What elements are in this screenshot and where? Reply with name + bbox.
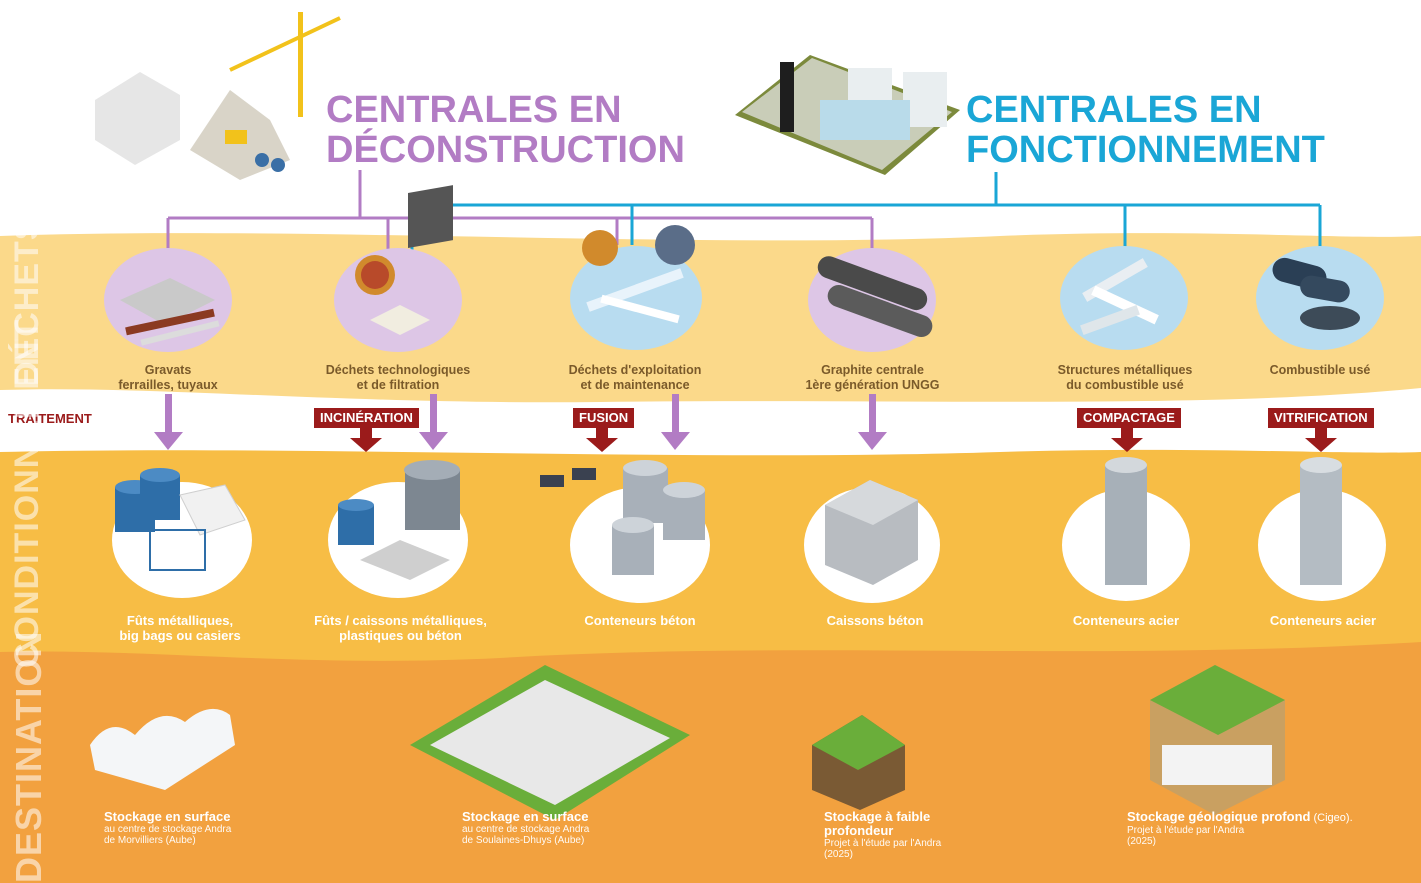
waste-caption-line2: ferrailles, tuyaux	[118, 378, 218, 392]
destination-title2: profondeur	[824, 823, 894, 838]
destination-soulaines: Stockage en surface au centre de stockag…	[462, 809, 662, 847]
deconstruction-connectors	[166, 170, 874, 250]
destination-cigeo: Stockage géologique profond (Cigeo). Pro…	[1127, 810, 1417, 848]
waste-caption-technologiques: Déchets technologiques et de filtration	[308, 363, 488, 393]
destination-sub2: (2025)	[824, 849, 853, 860]
destination-sub1: au centre de stockage Andra	[104, 824, 232, 835]
destination-sub1: au centre de stockage Andra	[462, 824, 590, 835]
packaging-caption-conteneurs-acier-1: Conteneurs acier	[1046, 613, 1206, 628]
destination-morvilliers: Stockage en surface au centre de stockag…	[104, 809, 294, 847]
waste-illustrations	[120, 185, 1360, 346]
waste-caption-line2: et de maintenance	[580, 378, 690, 392]
treatment-arrows	[350, 428, 1337, 452]
treatment-tag-fusion: FUSION	[573, 408, 635, 428]
packaging-caption-line1: Fûts métalliques,	[126, 613, 234, 628]
waste-caption-line1: Gravats	[144, 363, 192, 377]
waste-caption-line1: Combustible usé	[1269, 363, 1371, 377]
waste-caption-line2: 1ère génération UNGG	[805, 378, 940, 392]
packaging-caption-line1: Caissons béton	[826, 613, 924, 628]
destination-title: Stockage en surface	[462, 809, 589, 824]
destination-title-row: Stockage géologique profond (Cigeo).	[1127, 810, 1417, 825]
side-label-conditionnement: CONDITIONNEMENT	[8, 318, 46, 668]
destination-sub2: de Soulaines-Dhuys (Aube)	[462, 835, 585, 846]
waste-caption-exploitation: Déchets d'exploitation et de maintenance	[545, 363, 725, 393]
deconstruction-illustration	[95, 12, 341, 180]
packaging-caption-caissons: Fûts / caissons métalliques, plastiques …	[298, 613, 503, 643]
waste-caption-graphite: Graphite centrale 1ère génération UNGG	[785, 363, 960, 393]
destination-sub1: Projet à l'étude par l'Andra	[824, 838, 942, 849]
destination-sub2: (2025)	[1127, 836, 1156, 847]
packaging-caption-line1: Conteneurs acier	[1072, 613, 1180, 628]
destination-title-suffix: (Cigeo).	[1310, 812, 1353, 824]
packaging-caption-conteneurs-beton: Conteneurs béton	[560, 613, 720, 628]
title-deconstruction: CENTRALES EN DÉCONSTRUCTION	[326, 90, 685, 170]
treatment-tag-incineration: INCINÉRATION	[314, 408, 419, 428]
waste-caption-combustible: Combustible usé	[1240, 363, 1400, 378]
flow-arrows	[154, 394, 887, 450]
side-label-traitement: TRAITEMENT	[8, 411, 92, 426]
operation-illustration	[735, 55, 960, 175]
treatment-tag-compactage: COMPACTAGE	[1077, 408, 1181, 428]
packaging-caption-line1: Conteneurs acier	[1269, 613, 1377, 628]
waste-caption-line1: Graphite centrale	[821, 363, 924, 377]
waste-caption-line2: et de filtration	[356, 378, 440, 392]
side-label-destination: DESTINATION	[8, 630, 49, 883]
title-deconstruction-line2: DÉCONSTRUCTION	[326, 129, 685, 171]
destination-band	[0, 642, 1421, 883]
packaging-caption-line1: Fûts / caissons métalliques,	[314, 613, 487, 628]
destination-title: Stockage géologique profond	[1127, 809, 1311, 824]
destination-title: Stockage à faible	[824, 809, 931, 824]
destination-sub2: de Morvilliers (Aube)	[104, 835, 196, 846]
packaging-caption-conteneurs-acier-2: Conteneurs acier	[1243, 613, 1403, 628]
packaging-illustrations	[115, 457, 1342, 585]
title-operation-line1: CENTRALES EN	[966, 89, 1262, 131]
packaging-caption-line2: plastiques ou béton	[339, 628, 462, 643]
packaging-caption-line2: big bags ou casiers	[119, 628, 241, 643]
destination-illustrations	[90, 665, 1285, 820]
title-operation-line2: FONCTIONNEMENT	[966, 129, 1325, 171]
waste-caption-line2: du combustible usé	[1066, 378, 1184, 392]
destination-faible-profondeur: Stockage à faible profondeur Projet à l'…	[824, 809, 1004, 861]
waste-caption-gravats: Gravats ferrailles, tuyaux	[88, 363, 248, 393]
packaging-caption-line1: Conteneurs béton	[584, 613, 696, 628]
destination-sub1: Projet à l'étude par l'Andra	[1127, 825, 1245, 836]
waste-caption-line1: Structures métalliques	[1057, 363, 1193, 377]
packaging-caption-futs: Fûts métalliques, big bags ou casiers	[90, 613, 270, 643]
destination-title: Stockage en surface	[104, 809, 231, 824]
treatment-tag-vitrification: VITRIFICATION	[1268, 408, 1374, 428]
waste-caption-structures: Structures métalliques du combustible us…	[1035, 363, 1215, 393]
waste-caption-line1: Déchets d'exploitation	[568, 363, 702, 377]
title-deconstruction-line1: CENTRALES EN	[326, 89, 622, 131]
waste-caption-line1: Déchets technologiques	[325, 363, 471, 377]
packaging-caption-caissons-beton: Caissons béton	[795, 613, 955, 628]
title-operation: CENTRALES EN FONCTIONNEMENT	[966, 90, 1325, 170]
